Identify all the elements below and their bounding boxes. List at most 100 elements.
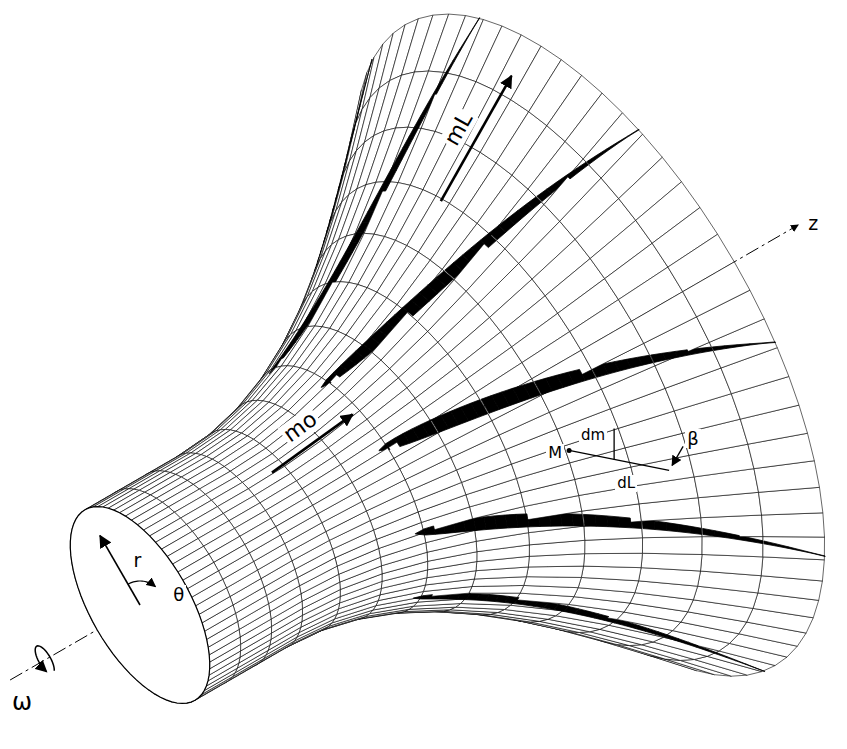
label-anchor: dm [579,426,607,444]
blade-segment [725,345,738,349]
mesh-cell [642,537,702,555]
length-label: dm [579,427,607,444]
blade-segment [457,593,470,599]
mesh-cell [245,527,281,553]
blade-segment [379,180,391,191]
mesh-cell [763,537,825,560]
blade-segment [415,529,425,535]
blade-segment [362,83,365,96]
blade-segment [329,271,342,282]
blade-segment [763,342,776,344]
angle-label: β [685,429,701,449]
blade-segment [788,547,800,551]
blade-segment [755,668,765,672]
blade-segment [715,531,727,538]
blade-segment [397,148,408,159]
blade-segment [334,262,347,273]
mesh-cell [761,557,824,581]
blade-segment [628,129,639,136]
speed-label: ω [10,689,34,715]
mesh-cell [581,321,644,369]
blade-segment [446,61,454,72]
blade-segment [737,344,750,347]
blade-segment [712,346,726,351]
angle-label: θ [171,585,186,605]
blade-segment [607,142,618,150]
mesh-cell [581,566,641,581]
angle-arc [128,581,155,587]
blade-segment [801,550,813,554]
blade-segment [726,657,737,661]
blade-segment [746,664,756,668]
blade-segment [666,523,679,532]
blade-segment [703,528,715,536]
mesh-cell [313,483,358,514]
label-anchor: z [806,213,820,234]
blade-segment [560,514,573,526]
blade-segment [504,596,519,603]
blade-segment [678,524,691,533]
mesh-cell [702,537,763,557]
label-anchor: β [685,429,701,449]
length-label: dL [615,475,637,492]
blade-segment [597,149,609,158]
blade-segment [752,538,764,544]
mesh-cell [641,553,702,571]
blade-segment [776,544,788,549]
mesh-cell [701,554,763,575]
mesh-cell [532,350,592,395]
blade-segment [813,553,825,556]
blade-segment [690,526,703,534]
blade-segment [686,642,698,647]
beta-arrow [672,446,683,465]
blade-segment [607,516,620,527]
axis-label: z [806,213,820,234]
blade-segment [473,18,480,29]
mesh-cell [762,513,825,537]
mesh-cell [183,562,219,588]
mesh-cell [584,553,643,567]
label-anchor: r [131,550,143,571]
blade-segment [675,350,690,357]
blade-segment [618,517,631,528]
label-anchor: M [546,444,564,462]
blade-segment [750,343,763,345]
blade-segment [391,159,402,170]
blade-segment [453,50,461,61]
blade-segment [421,595,432,599]
blade-segment [736,660,746,664]
label-anchor: ω [10,689,34,715]
blade-segment [413,596,423,599]
blade-segment [424,526,435,535]
blade-segment [409,126,419,137]
blade-segment [587,155,599,164]
blade-segment [654,521,667,531]
blade-segment [466,28,473,39]
blade-segment [403,137,414,148]
mesh-cell [526,566,583,577]
mesh-cell [352,458,400,492]
blade-segment [353,118,357,132]
mesh-cell [701,515,763,537]
blade-segment [554,604,569,611]
blade-segment [727,533,739,540]
blade-segment [764,541,776,546]
blade-segment [440,72,449,83]
mesh-cell [276,505,318,535]
blade-segment [618,136,629,143]
point-label: M [546,444,564,462]
mesh-cell [524,577,582,588]
label-anchor: dL [615,474,637,492]
rotation-arrow [35,646,54,672]
blade-segment [583,514,596,526]
blade-segment [595,515,608,527]
mesh-cell [214,545,250,571]
blade-segment [385,170,397,181]
annotation-lines [35,76,683,672]
blade-segment [516,514,529,527]
mesh-cell [683,262,750,317]
blade-segment [433,83,442,94]
blade-segment [568,369,585,384]
